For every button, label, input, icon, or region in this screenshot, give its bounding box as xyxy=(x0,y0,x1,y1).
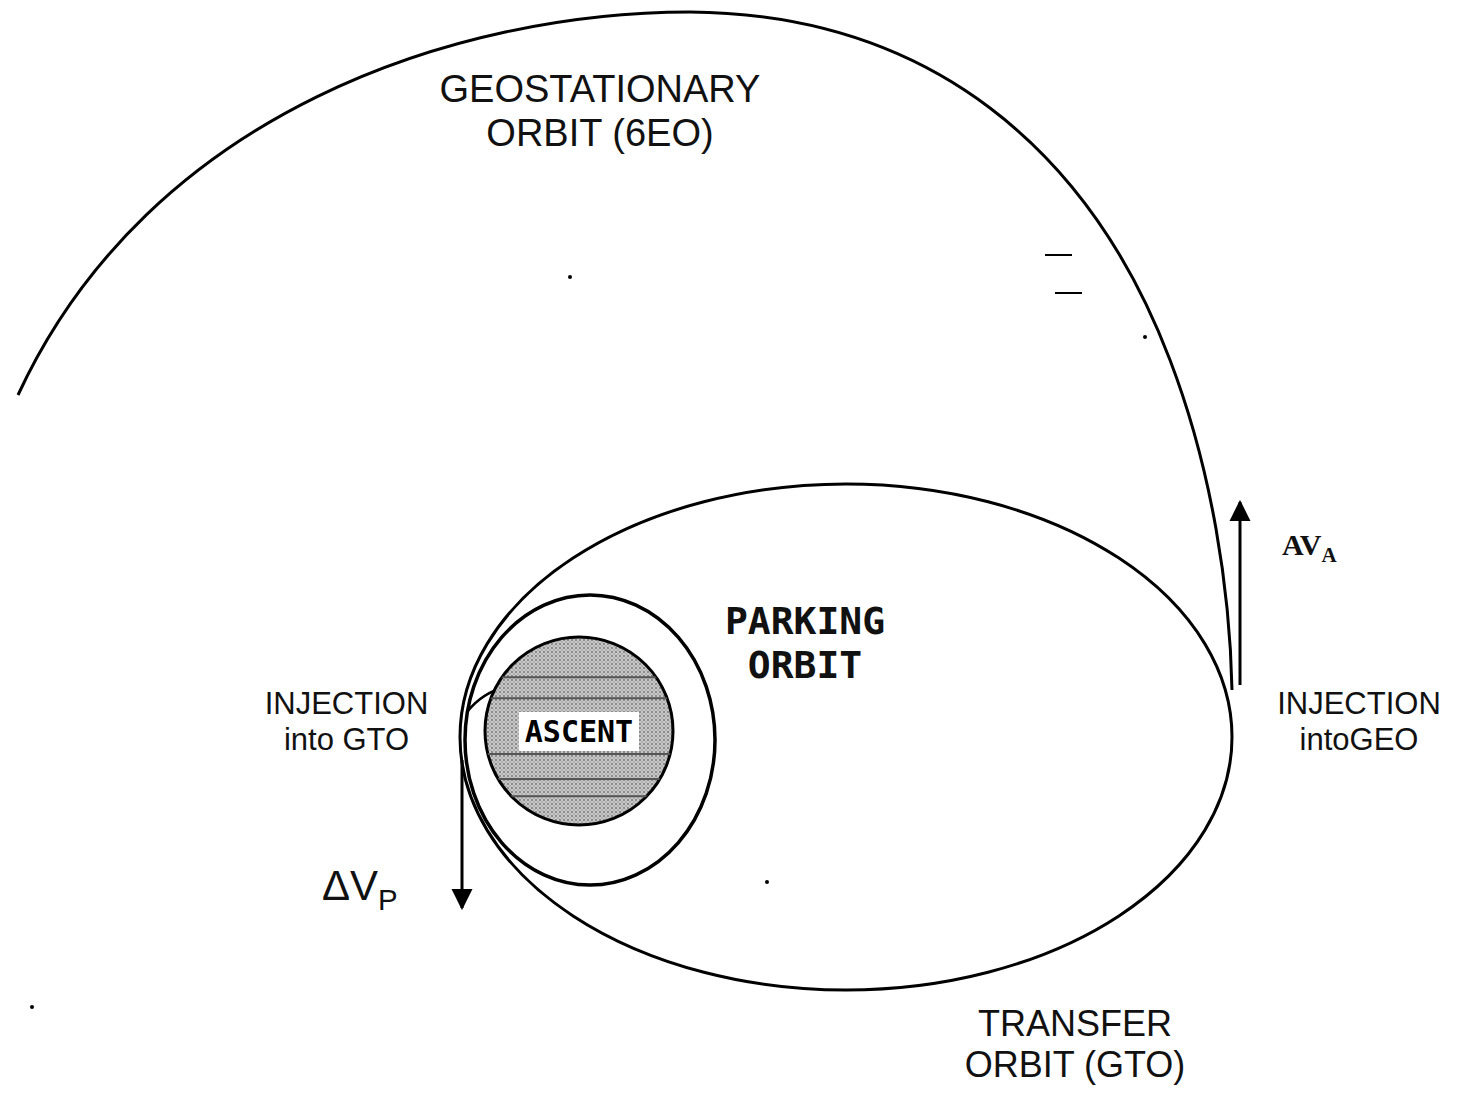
earth-band xyxy=(483,778,675,780)
delta-v-label: AVA xyxy=(1282,528,1402,567)
stray-dot xyxy=(568,275,572,279)
tick-mark xyxy=(1055,292,1082,294)
earth-band xyxy=(483,676,675,678)
symbol-subscript: A xyxy=(1321,543,1336,567)
symbol-main: AV xyxy=(1282,528,1321,561)
parking-orbit xyxy=(465,595,715,885)
orbit-label: TRANSFER ORBIT (GTO) xyxy=(925,1003,1225,1086)
orbit-label: GEOSTATIONARY ORBIT (6EO) xyxy=(400,68,800,155)
symbol-subscript: P xyxy=(378,883,398,916)
orbit-label: PARKING ORBIT xyxy=(690,600,920,687)
geo-orbit xyxy=(18,12,1232,690)
delta-v-label: ΔVP xyxy=(322,862,442,917)
earth-band xyxy=(483,697,675,699)
earth-band xyxy=(483,795,675,797)
orbit-label: INJECTION intoGEO xyxy=(1253,686,1465,757)
delta-v-arrow xyxy=(1239,502,1242,685)
transfer-orbit xyxy=(460,484,1232,990)
stray-dot xyxy=(765,880,769,884)
stray-dot xyxy=(1143,335,1147,339)
delta-v-arrow xyxy=(461,760,464,908)
tick-mark xyxy=(1045,254,1072,256)
earth-band xyxy=(483,753,675,755)
node-label: ASCENT xyxy=(519,712,639,751)
stray-dot xyxy=(30,1005,34,1009)
symbol-main: ΔV xyxy=(322,862,378,909)
earth-globe: ASCENT xyxy=(483,635,675,827)
orbit-label: INJECTION into GTO xyxy=(238,686,455,757)
